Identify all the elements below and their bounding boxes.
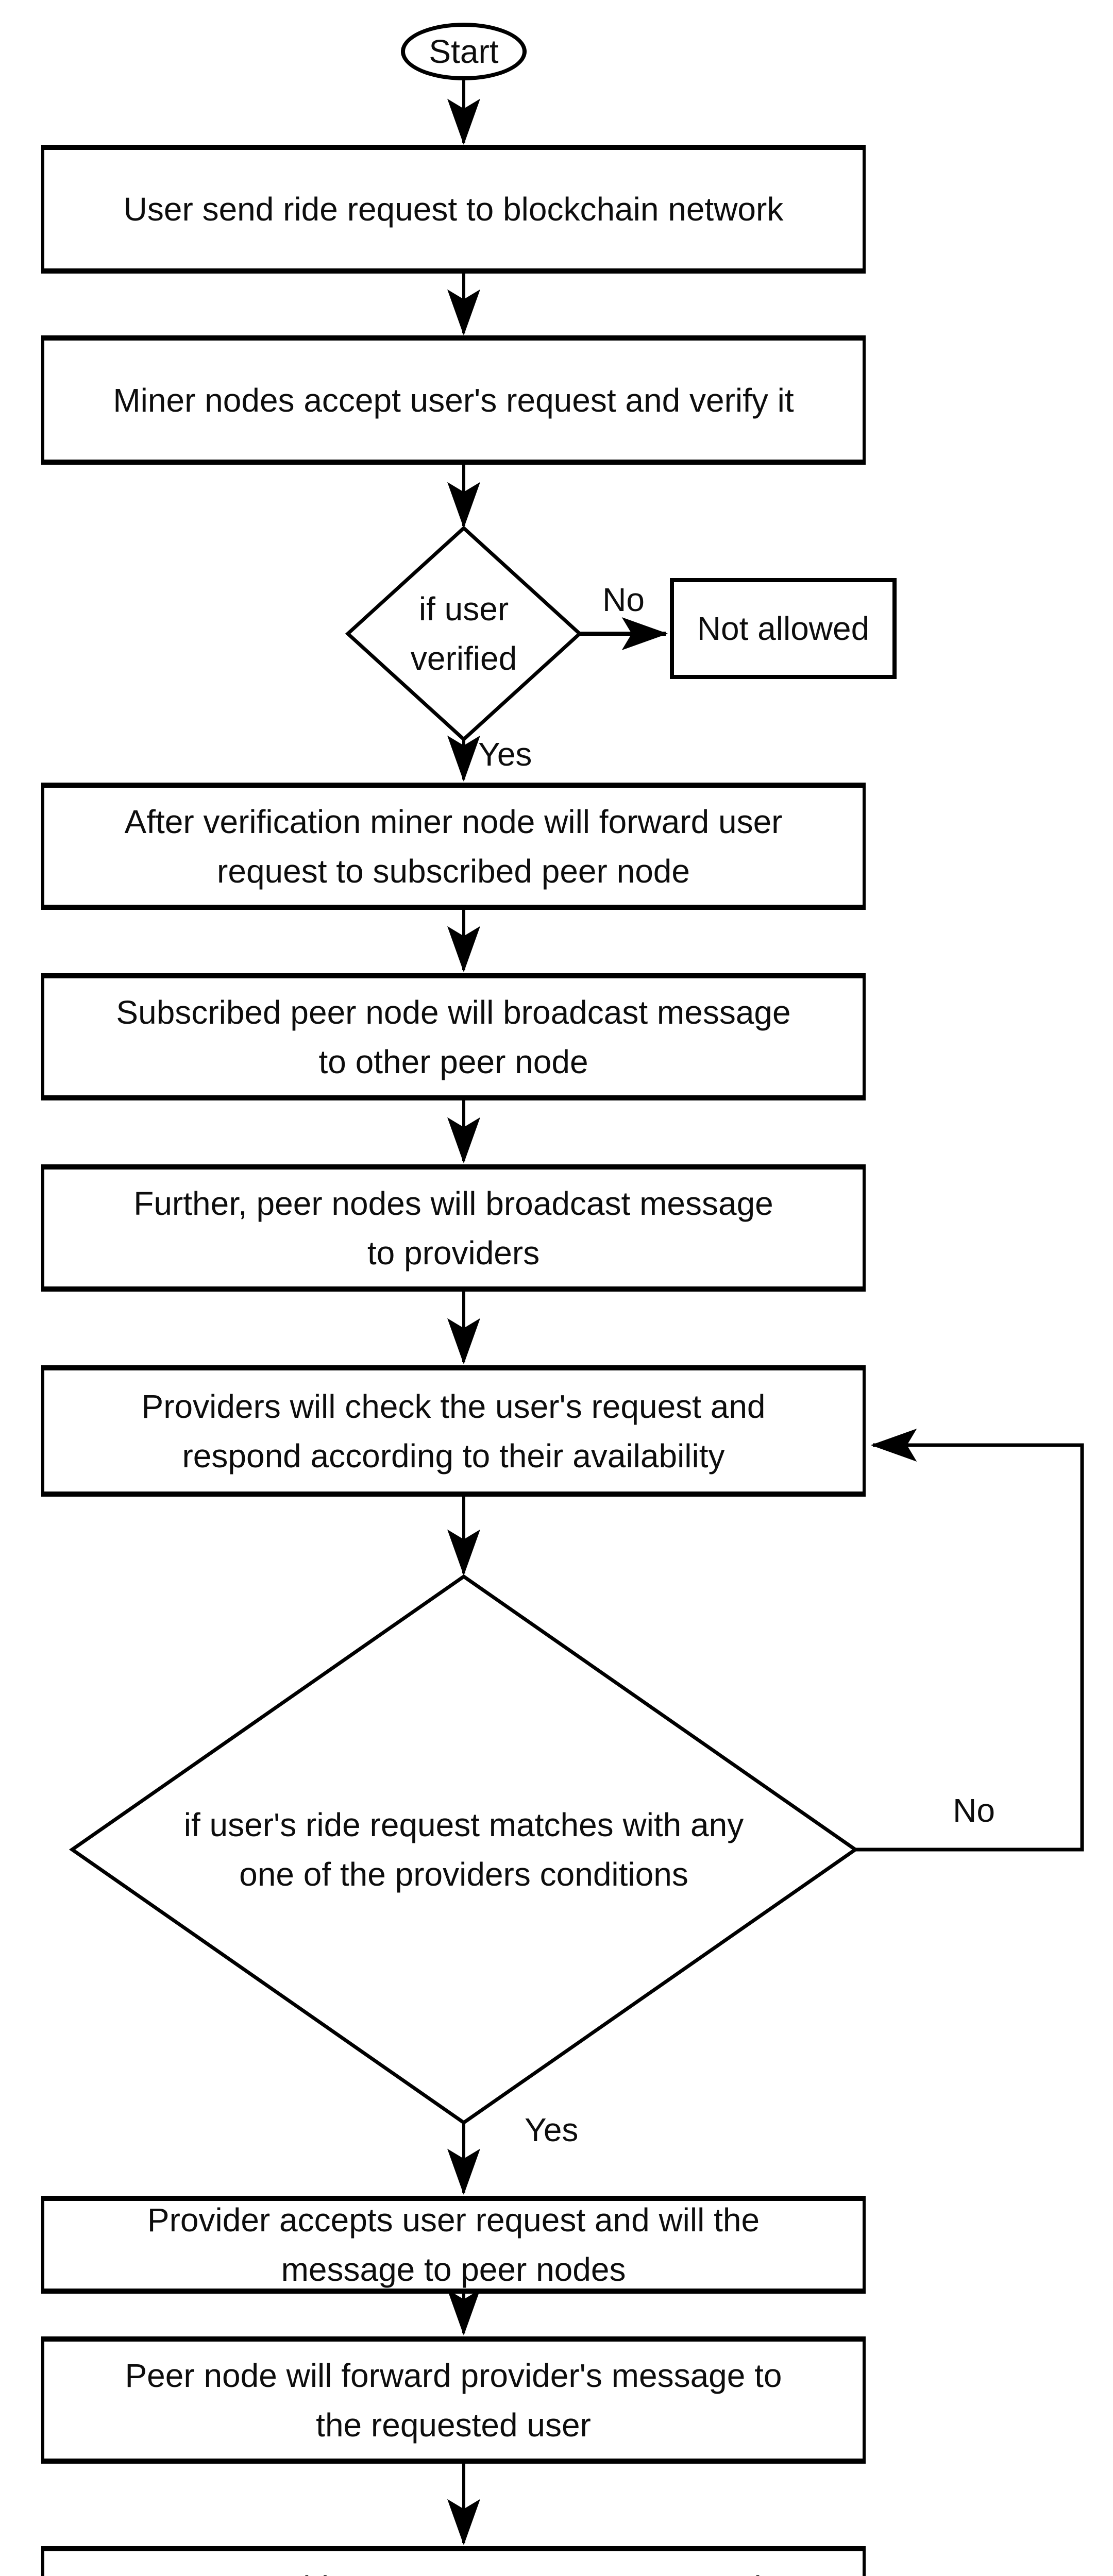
decision1-diamond: [345, 526, 583, 742]
decision1-label-wrap: if user verified: [335, 582, 593, 685]
process-label: After verification miner node will forwa…: [124, 803, 783, 890]
process-box-provider-accepts: Provider accepts user request and will t…: [41, 2196, 866, 2294]
decision2-label-wrap: if user's ride request matches with any …: [103, 1772, 824, 1927]
process-box-broadcast-providers: Further, peer nodes will broadcast messa…: [41, 1164, 866, 1292]
process-box-send-request: User send ride request to blockchain net…: [41, 145, 866, 274]
process-box-providers-check: Providers will check the user's request …: [41, 1365, 866, 1497]
process-box-broadcast-peers: Subscribed peer node will broadcast mess…: [41, 973, 866, 1100]
process-label: Subscribed peer node will broadcast mess…: [116, 993, 791, 1080]
process-label: Generate ride consensus among user and p…: [145, 2563, 761, 2576]
decision2-label: if user's ride request matches with any …: [183, 1806, 744, 1893]
process-label: Providers will check the user's request …: [141, 1387, 766, 1475]
decision1-yes-label: Yes: [478, 736, 532, 773]
process-box-miner-verify: Miner nodes accept user's request and ve…: [41, 335, 866, 465]
decision1-label: if user verified: [410, 590, 517, 677]
start-terminal: Start: [401, 23, 527, 80]
process-label: Miner nodes accept user's request and ve…: [113, 381, 794, 419]
process-box-peer-forwards-message: Peer node will forward provider's messag…: [41, 2336, 866, 2464]
start-label: Start: [429, 33, 499, 70]
not-allowed-label: Not allowed: [697, 610, 870, 647]
decision2-diamond: [69, 1574, 859, 2125]
process-box-forward-to-peer: After verification miner node will forwa…: [41, 783, 866, 910]
loop-decision2-no-to-step6: [855, 1429, 1084, 1852]
process-label: Peer node will forward provider's messag…: [125, 2357, 782, 2444]
process-label: Further, peer nodes will broadcast messa…: [133, 1184, 773, 1272]
decision2-yes-label: Yes: [525, 2111, 579, 2148]
process-label: Provider accepts user request and will t…: [147, 2201, 760, 2288]
process-box-not-allowed: Not allowed: [670, 578, 897, 679]
process-label: User send ride request to blockchain net…: [123, 191, 784, 228]
decision2-no-label: No: [953, 1792, 995, 1829]
decision1-no-label: No: [602, 581, 645, 618]
process-box-generate-consensus: Generate ride consensus among user and p…: [41, 2546, 866, 2576]
